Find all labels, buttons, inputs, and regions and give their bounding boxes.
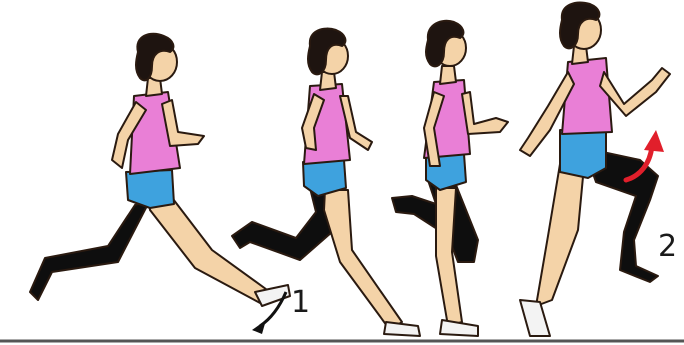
step-number-2: 2 — [658, 229, 677, 264]
back-leg-black — [30, 200, 150, 300]
runner-figure-4 — [520, 3, 670, 336]
front-leg — [536, 164, 584, 306]
runner-figure-1 — [30, 34, 290, 306]
runner-figure-3 — [392, 21, 508, 336]
shorts — [303, 160, 346, 196]
shorts — [560, 130, 606, 178]
front-arm — [162, 100, 204, 146]
shorts — [126, 170, 174, 208]
front-leg — [324, 190, 402, 330]
step-number-1: 1 — [291, 285, 310, 320]
shoe — [520, 300, 550, 336]
tank-top — [562, 58, 612, 134]
shoe — [384, 322, 420, 336]
front-arm — [462, 92, 508, 134]
shoe — [440, 320, 478, 336]
front-leg — [148, 192, 270, 304]
back-leg-black — [232, 188, 336, 260]
